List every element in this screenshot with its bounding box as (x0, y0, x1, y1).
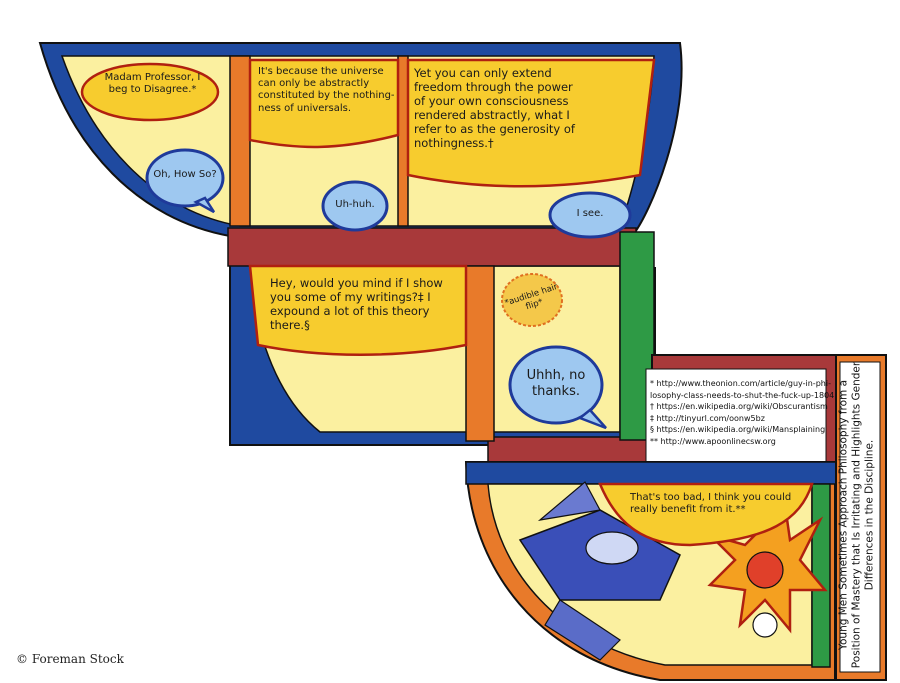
footnote-box (645, 354, 841, 466)
comic-title: Young Men Sometimes Approach Philosophy … (837, 360, 876, 670)
speech-bubbles (80, 58, 814, 547)
copyright-text: © Foreman Stock (16, 652, 124, 666)
footnote-line: losophy-class-needs-to-shut-the-fuck-up-… (650, 390, 835, 400)
footnotes: * http://www.theonion.com/article/guy-in… (650, 378, 835, 448)
panel5-bubble-text: Uhhh, no thanks. (526, 368, 586, 399)
footnote-line: † https://en.wikipedia.org/wiki/Obscuran… (650, 402, 828, 412)
footnote-line: ** http://www.apoonlinecsw.org (650, 436, 776, 446)
footnote-line: § https://en.wikipedia.org/wiki/Mansplai… (650, 425, 826, 435)
panel2-top-bubble-text: It's because the universe can only be ab… (258, 66, 395, 114)
panel1-top-bubble-text: Madam Professor, I beg to Disagree.* (104, 72, 201, 96)
panel4-bubble-text: Hey, would you mind if I show you some o… (270, 276, 443, 333)
explosion-illustration (705, 502, 828, 638)
panel6-bubble-text: That's too bad, I think you could really… (630, 492, 792, 516)
comic-title-text: Young Men Sometimes Approach Philosophy … (837, 361, 876, 669)
panel3-top-bubble-text: Yet you can only extend freedom through … (414, 66, 575, 151)
footnote-line: * http://www.theonion.com/article/guy-in… (650, 379, 831, 388)
panel3-bottom-bubble-text: I see. (576, 208, 604, 219)
panel1-bottom-bubble-text: Oh, How So? (153, 169, 217, 180)
footnote-line: ‡ http://tinyurl.com/oonw5bz (650, 413, 765, 423)
panel2-bottom-bubble-text: Uh-huh. (335, 199, 375, 210)
